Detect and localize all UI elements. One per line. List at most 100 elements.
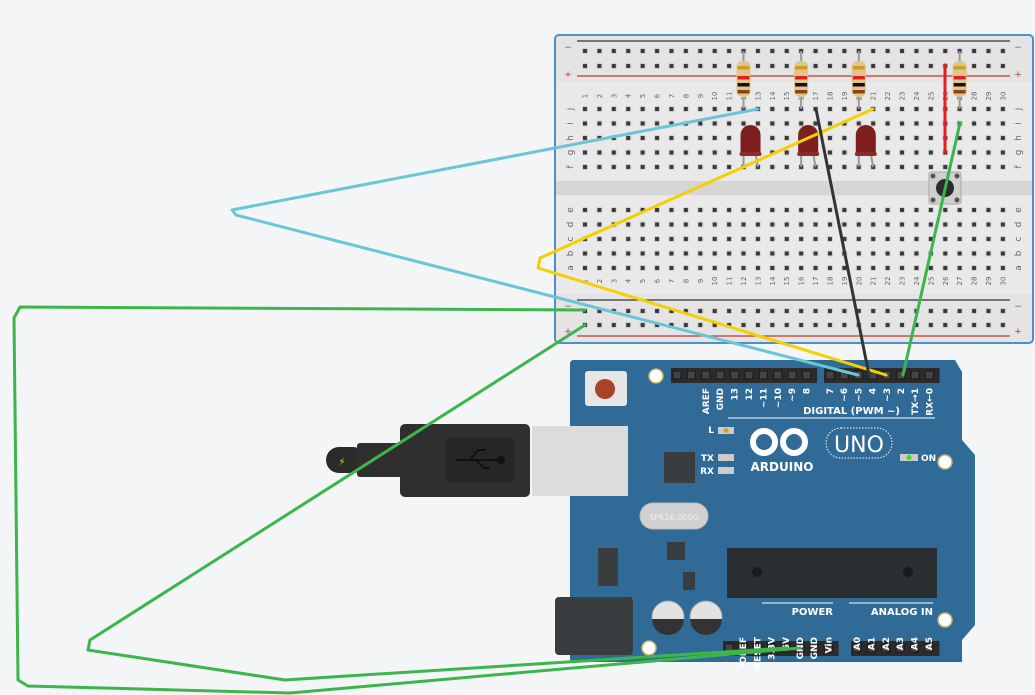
breadboard-hole[interactable] [899, 149, 906, 156]
breadboard-hole[interactable] [596, 149, 603, 156]
reset-button-cap[interactable] [595, 379, 615, 399]
breadboard-hole[interactable] [870, 120, 877, 127]
breadboard-hole[interactable] [582, 221, 588, 228]
breadboard-hole[interactable] [726, 63, 733, 69]
breadboard-hole[interactable] [582, 149, 588, 156]
breadboard-hole[interactable] [639, 120, 646, 127]
breadboard-hole[interactable] [927, 63, 934, 69]
breadboard-hole[interactable] [884, 149, 891, 156]
breadboard-hole[interactable] [596, 164, 603, 170]
breadboard-hole[interactable] [769, 164, 776, 170]
breadboard-hole[interactable] [899, 322, 906, 328]
breadboard-hole[interactable] [654, 120, 661, 127]
breadboard-hole[interactable] [754, 63, 761, 69]
breadboard-hole[interactable] [999, 164, 1006, 170]
breadboard-hole[interactable] [985, 265, 992, 271]
breadboard-hole[interactable] [971, 106, 978, 112]
breadboard-hole[interactable] [841, 221, 848, 228]
breadboard-hole[interactable] [682, 135, 689, 141]
breadboard-hole[interactable] [999, 149, 1006, 156]
breadboard-hole[interactable] [971, 236, 978, 242]
header-pin[interactable] [910, 370, 920, 380]
breadboard-hole[interactable] [682, 164, 689, 170]
breadboard-hole[interactable] [884, 207, 891, 213]
breadboard-hole[interactable] [798, 120, 805, 127]
breadboard-hole[interactable] [711, 63, 718, 69]
breadboard-hole[interactable] [769, 120, 776, 127]
breadboard-hole[interactable] [711, 308, 718, 314]
breadboard-hole[interactable] [668, 63, 675, 69]
breadboard-hole[interactable] [870, 322, 877, 328]
breadboard-hole[interactable] [654, 207, 661, 213]
breadboard-hole[interactable] [582, 250, 588, 257]
breadboard-hole[interactable] [783, 149, 790, 156]
breadboard-hole[interactable] [625, 106, 632, 112]
breadboard-hole[interactable] [942, 236, 949, 242]
breadboard-hole[interactable] [639, 135, 646, 141]
breadboard-hole[interactable] [956, 322, 963, 328]
breadboard-hole[interactable] [711, 135, 718, 141]
breadboard-hole[interactable] [870, 207, 877, 213]
breadboard-hole[interactable] [884, 63, 891, 69]
breadboard-hole[interactable] [899, 250, 906, 257]
breadboard-hole[interactable] [971, 207, 978, 213]
breadboard-hole[interactable] [610, 164, 617, 170]
breadboard-hole[interactable] [682, 106, 689, 112]
breadboard-hole[interactable] [754, 120, 761, 127]
breadboard-hole[interactable] [826, 120, 833, 127]
breadboard-hole[interactable] [971, 250, 978, 257]
breadboard-hole[interactable] [841, 322, 848, 328]
breadboard-hole[interactable] [769, 106, 776, 112]
breadboard-hole[interactable] [740, 308, 747, 314]
breadboard-hole[interactable] [726, 149, 733, 156]
breadboard-hole[interactable] [999, 322, 1006, 328]
breadboard-hole[interactable] [899, 120, 906, 127]
breadboard-hole[interactable] [711, 164, 718, 170]
breadboard-hole[interactable] [971, 135, 978, 141]
breadboard-hole[interactable] [841, 106, 848, 112]
breadboard-hole[interactable] [726, 48, 733, 54]
breadboard-hole[interactable] [971, 120, 978, 127]
breadboard-hole[interactable] [639, 164, 646, 170]
breadboard-hole[interactable] [783, 120, 790, 127]
breadboard-hole[interactable] [754, 322, 761, 328]
header-pin[interactable] [823, 643, 833, 653]
breadboard-hole[interactable] [726, 207, 733, 213]
breadboard-hole[interactable] [596, 236, 603, 242]
breadboard-hole[interactable] [697, 250, 704, 257]
breadboard-hole[interactable] [942, 308, 949, 314]
breadboard-hole[interactable] [999, 106, 1006, 112]
breadboard-hole[interactable] [596, 221, 603, 228]
breadboard-hole[interactable] [682, 236, 689, 242]
breadboard-hole[interactable] [783, 322, 790, 328]
breadboard-hole[interactable] [769, 236, 776, 242]
breadboard-hole[interactable] [812, 48, 819, 54]
breadboard-hole[interactable] [610, 250, 617, 257]
breadboard-hole[interactable] [711, 120, 718, 127]
breadboard-hole[interactable] [985, 308, 992, 314]
wire-green-5v[interactable] [86, 323, 788, 682]
header-pin[interactable] [744, 370, 754, 380]
breadboard-hole[interactable] [769, 322, 776, 328]
breadboard-hole[interactable] [582, 135, 588, 141]
breadboard-hole[interactable] [582, 48, 588, 54]
breadboard-hole[interactable] [942, 322, 949, 328]
breadboard-hole[interactable] [942, 48, 949, 54]
breadboard-hole[interactable] [625, 63, 632, 69]
breadboard-hole[interactable] [999, 48, 1006, 54]
breadboard-hole[interactable] [668, 48, 675, 54]
breadboard-hole[interactable] [913, 164, 920, 170]
breadboard-hole[interactable] [985, 250, 992, 257]
breadboard-hole[interactable] [942, 265, 949, 271]
breadboard-hole[interactable] [899, 135, 906, 141]
breadboard-hole[interactable] [697, 149, 704, 156]
breadboard-hole[interactable] [812, 207, 819, 213]
breadboard-hole[interactable] [754, 207, 761, 213]
breadboard-hole[interactable] [999, 63, 1006, 69]
breadboard-hole[interactable] [985, 322, 992, 328]
breadboard-hole[interactable] [798, 265, 805, 271]
breadboard-hole[interactable] [783, 236, 790, 242]
breadboard-hole[interactable] [971, 221, 978, 228]
breadboard-hole[interactable] [697, 48, 704, 54]
